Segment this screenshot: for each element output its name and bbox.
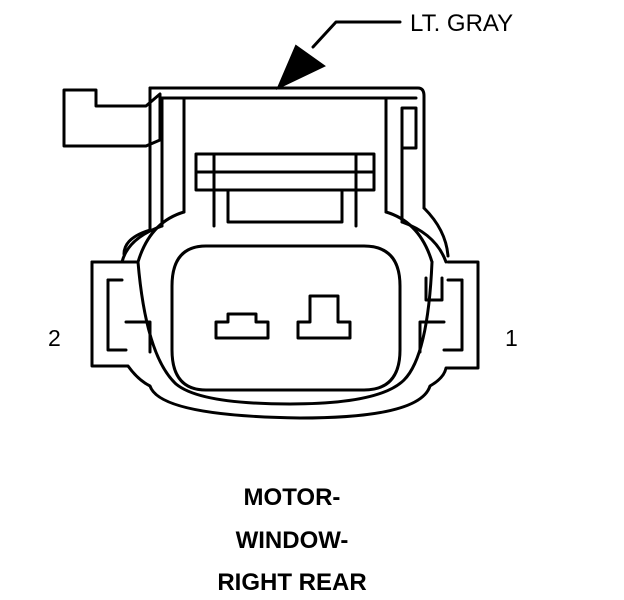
latch-tab <box>62 88 162 148</box>
terminal-cavity <box>170 244 402 392</box>
pin-label-left: 2 <box>48 325 61 351</box>
callout-arrowhead <box>276 44 326 91</box>
caption-line-1: MOTOR- <box>244 484 341 511</box>
caption-line-2: WINDOW- <box>236 527 349 554</box>
outer-shell <box>90 260 480 420</box>
terminal-pin-2 <box>214 312 270 340</box>
top-slot <box>194 152 376 192</box>
inner-shell <box>136 260 434 406</box>
caption-line-3: RIGHT REAR <box>217 569 366 596</box>
connector-body <box>62 86 480 420</box>
pin-label-right: 1 <box>505 325 518 351</box>
terminal-pin-1 <box>296 294 352 340</box>
top-housing <box>148 86 426 210</box>
color-callout-label: LT. GRAY <box>410 10 513 37</box>
color-callout-leader <box>276 20 402 91</box>
